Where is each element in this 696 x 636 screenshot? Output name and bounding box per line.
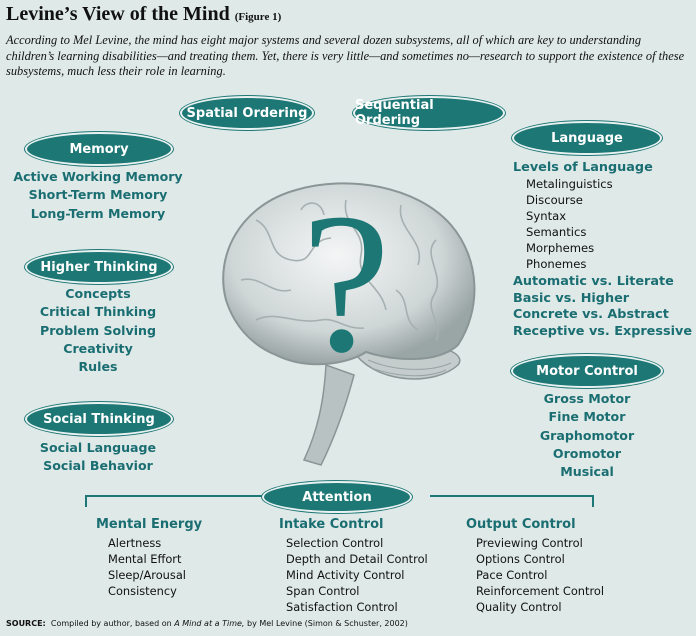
sequential-ordering-pill: Sequential Ordering <box>353 96 505 130</box>
list-item: Sleep/Arousal <box>108 568 186 582</box>
list-item: Semantics <box>526 225 587 239</box>
list-item: Consistency <box>108 584 177 598</box>
memory-pill: Memory <box>25 132 173 166</box>
list-item: Depth and Detail Control <box>286 552 428 566</box>
memory-list: Active Working Memory Short-Term Memory … <box>0 168 196 223</box>
list-item: Mental Effort <box>108 552 182 566</box>
list-item: Fine Motor <box>548 409 626 425</box>
list-item: Phonemes <box>526 257 587 271</box>
spatial-ordering-pill: Spatial Ordering <box>180 96 314 130</box>
list-item: Pace Control <box>476 568 548 582</box>
attention-pill: Attention <box>262 481 412 513</box>
list-item: Graphomotor <box>539 427 635 443</box>
list-item: Span Control <box>286 584 360 598</box>
list-item: Short-Term Memory <box>28 187 168 203</box>
list-item: Concrete vs. Abstract <box>513 307 669 323</box>
list-item: Alertness <box>108 536 162 550</box>
list-item: Musical <box>560 464 614 480</box>
higher-thinking-list: Concepts Critical Thinking Problem Solvi… <box>0 285 196 376</box>
social-thinking-list: Social Language Social Behavior <box>0 439 196 476</box>
list-item: Automatic vs. Literate <box>513 274 674 289</box>
list-item: Active Working Memory <box>13 169 183 184</box>
list-item: Discourse <box>526 193 583 207</box>
list-item: Creativity <box>63 340 133 356</box>
figure-title: Levine’s View of the Mind (Figure 1) <box>6 3 282 25</box>
list-item: Concepts <box>65 286 131 301</box>
mental-energy-heading: Mental Energy <box>96 517 203 532</box>
list-item: Social Language <box>39 440 157 455</box>
intake-control-list: Selection Control Depth and Detail Contr… <box>286 535 428 615</box>
higher-thinking-pill: Higher Thinking <box>25 250 173 284</box>
motor-control-pill: Motor Control <box>511 354 663 388</box>
motor-control-list: Gross Motor Fine Motor Graphomotor Oromo… <box>500 390 674 481</box>
list-item: Metalinguistics <box>526 177 613 191</box>
list-item: Long-Term Memory <box>30 205 166 221</box>
attention-bracket-right <box>430 495 594 507</box>
list-item: Selection Control <box>286 536 384 550</box>
list-item: Syntax <box>526 209 567 223</box>
list-item: Options Control <box>476 552 565 566</box>
list-item: Reinforcement Control <box>476 584 605 598</box>
language-pill: Language <box>512 121 662 155</box>
levels-heading: Levels of Language <box>513 160 653 175</box>
list-item: Rules <box>78 359 118 375</box>
list-item: Gross Motor <box>543 391 631 406</box>
figure-label: (Figure 1) <box>234 11 282 23</box>
social-thinking-pill: Social Thinking <box>25 402 173 436</box>
list-item: Mind Activity Control <box>286 568 405 582</box>
output-control-list: Previewing Control Options Control Pace … <box>476 535 604 615</box>
intro-text: According to Mel Levine, the mind has ei… <box>6 33 685 78</box>
language-list: Levels of Language Metalinguistics Disco… <box>513 158 692 340</box>
mental-energy-list: Alertness Mental Effort Sleep/Arousal Co… <box>108 535 186 599</box>
intake-control-heading: Intake Control <box>279 517 384 532</box>
list-item: Problem Solving <box>39 322 157 338</box>
brain-icon: ? <box>222 173 476 466</box>
list-item: Critical Thinking <box>39 304 157 320</box>
list-item: Basic vs. Higher <box>513 290 630 306</box>
attention-bracket-left <box>85 495 267 507</box>
list-item: Quality Control <box>476 600 562 614</box>
source-note: SOURCE: Compiled by author, based on A M… <box>6 619 408 628</box>
list-item: Oromotor <box>552 445 622 461</box>
list-item: Previewing Control <box>476 536 583 550</box>
svg-text:?: ? <box>302 173 391 394</box>
list-item: Social Behavior <box>43 458 153 474</box>
list-item: Receptive vs. Expressive <box>513 323 693 339</box>
output-control-heading: Output Control <box>466 517 576 532</box>
list-item: Satisfaction Control <box>286 600 398 614</box>
list-item: Morphemes <box>526 241 595 255</box>
